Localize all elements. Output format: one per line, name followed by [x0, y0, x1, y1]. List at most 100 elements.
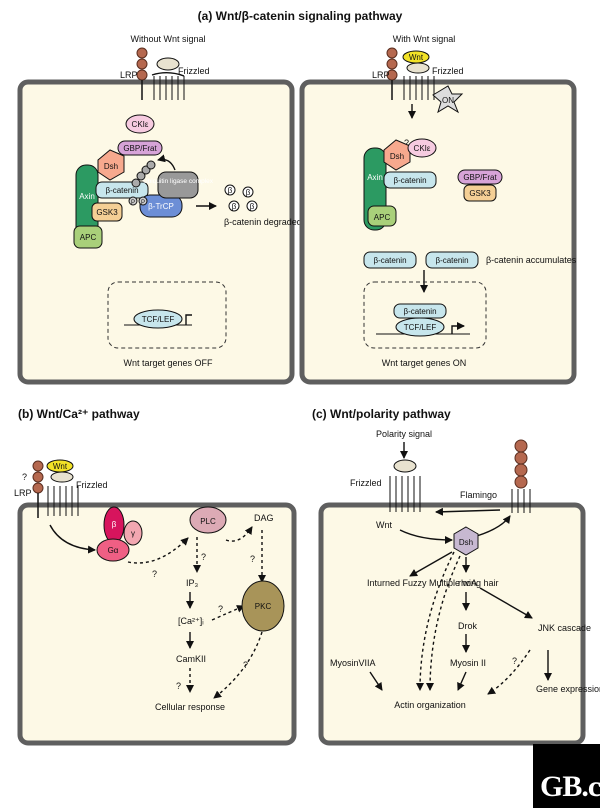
svg-text:LRP: LRP	[14, 488, 32, 498]
svg-text:?: ?	[152, 569, 157, 579]
svg-text:JNK cascade: JNK cascade	[538, 623, 591, 633]
panel-b: (b) Wnt/Ca²⁺ pathway ? LRP Wnt Frizzled …	[14, 407, 297, 746]
svg-text:LRP: LRP	[372, 70, 390, 80]
svg-text:?: ?	[250, 554, 255, 564]
svg-text:Frizzled: Frizzled	[76, 480, 108, 490]
cellular-response: Cellular response	[155, 702, 225, 712]
tcf-lef	[133, 309, 183, 329]
svg-text:P: P	[141, 200, 145, 206]
panel-a-title: (a) Wnt/β-catenin signaling pathway	[198, 9, 403, 23]
plc	[189, 506, 227, 534]
gsk3	[91, 202, 123, 222]
frizzled-loop	[151, 72, 185, 77]
svg-text:GSK3: GSK3	[469, 189, 491, 198]
svg-text:?: ?	[218, 604, 223, 614]
panel-a-right: With Wnt signal LRP Wnt Frizzled ON ? Ax…	[299, 34, 577, 385]
frizzled-helices	[153, 76, 185, 100]
svg-text:Dsh: Dsh	[104, 162, 118, 171]
gbc-logo	[533, 744, 600, 808]
svg-text:β: β	[246, 188, 251, 197]
svg-text:APC: APC	[80, 233, 97, 242]
svg-text:TCF/LEF: TCF/LEF	[142, 315, 175, 324]
svg-text:Polarity signal: Polarity signal	[376, 429, 432, 439]
svg-text:MyosinVIIA: MyosinVIIA	[330, 658, 376, 668]
genes-on-label: Wnt target genes ON	[382, 358, 467, 368]
svg-text:β-catenin: β-catenin	[105, 186, 138, 195]
ckie	[125, 114, 155, 134]
frizzled-label: Frizzled	[178, 66, 210, 76]
svg-text:Ubiquitin ligase complex: Ubiquitin ligase complex	[143, 178, 214, 185]
dsh-c	[453, 526, 479, 556]
svg-text:P: P	[131, 200, 135, 206]
svg-text:?: ?	[201, 552, 206, 562]
frizzled-crd	[156, 57, 180, 71]
svg-text:β: β	[228, 186, 233, 195]
gbc-logo-text: GB.c	[540, 770, 600, 803]
svg-text:Gene expression: Gene expression	[536, 684, 600, 694]
cell-right	[299, 79, 577, 385]
lrp-bead	[136, 69, 148, 81]
svg-text:β-catenin: β-catenin	[403, 307, 436, 316]
panel-c-title: (c) Wnt/polarity pathway	[312, 407, 451, 421]
svg-text:?: ?	[22, 472, 27, 482]
gbp-frat	[117, 140, 163, 156]
svg-text:β: β	[112, 520, 117, 529]
lrp-bead	[136, 47, 148, 59]
svg-text:β-catenin: β-catenin	[435, 256, 468, 265]
svg-text:Myosin II: Myosin II	[450, 658, 486, 668]
svg-text:Dsh: Dsh	[390, 152, 404, 161]
genes-off-label: Wnt target genes OFF	[123, 358, 213, 368]
svg-text:Axin: Axin	[79, 192, 95, 201]
nucleus-right	[363, 281, 487, 349]
svg-text:?: ?	[176, 681, 181, 691]
apc	[73, 225, 103, 249]
header-with-wnt: With Wnt signal	[393, 34, 456, 44]
svg-text:β-TrCP: β-TrCP	[148, 202, 174, 211]
svg-text:IP₃: IP₃	[186, 578, 199, 588]
svg-text:PKC: PKC	[255, 602, 272, 611]
actin-organization: Actin organization	[394, 700, 466, 710]
svg-text:[Ca²⁺]ᵢ: [Ca²⁺]ᵢ	[178, 616, 204, 626]
svg-text:β-catenin: β-catenin	[373, 256, 406, 265]
ubiquitin-ligase	[157, 171, 199, 199]
svg-text:Frizzled: Frizzled	[432, 66, 464, 76]
svg-text:Frizzled: Frizzled	[350, 478, 382, 488]
svg-text:CamKII: CamKII	[176, 654, 206, 664]
dsh	[97, 149, 125, 181]
svg-text:PLC: PLC	[200, 517, 216, 526]
panel-c: (c) Wnt/polarity pathway Polarity signal…	[312, 407, 600, 746]
on-star	[432, 85, 464, 114]
svg-text:CKIε: CKIε	[132, 120, 149, 129]
svg-text:γ: γ	[131, 529, 135, 538]
svg-text:TCF/LEF: TCF/LEF	[404, 323, 437, 332]
panel-a-left: Without Wnt signal LRP Frizzled CKIε Axi…	[17, 34, 302, 385]
svg-text:Drok: Drok	[458, 621, 478, 631]
svg-text:Inturned Fuzzy Multiple wing h: Inturned Fuzzy Multiple wing hair	[367, 578, 499, 588]
svg-text:?: ?	[404, 138, 409, 148]
svg-text:rhoA: rhoA	[458, 578, 477, 588]
lrp-bead	[136, 58, 148, 70]
svg-text:?: ?	[243, 660, 248, 670]
nucleus-left	[107, 281, 227, 349]
svg-text:Flamingo: Flamingo	[460, 490, 497, 500]
svg-text:Gα: Gα	[108, 546, 119, 555]
svg-text:?: ?	[512, 656, 517, 666]
svg-text:β-catenin: β-catenin	[393, 176, 426, 185]
svg-text:DAG: DAG	[254, 513, 274, 523]
svg-text:GBP/Frat: GBP/Frat	[123, 144, 157, 153]
svg-text:Wnt: Wnt	[376, 520, 393, 530]
svg-text:GBP/Frat: GBP/Frat	[463, 173, 497, 182]
svg-text:CKIε: CKIε	[414, 144, 431, 153]
pkc	[241, 580, 285, 632]
accumulates-label: β-catenin accumulates	[486, 255, 577, 265]
svg-text:ON: ON	[442, 96, 454, 105]
cell-left	[17, 79, 295, 385]
svg-text:Axin: Axin	[367, 173, 383, 182]
cell-c	[318, 502, 586, 746]
svg-text:GSK3: GSK3	[96, 208, 118, 217]
svg-text:β: β	[232, 202, 237, 211]
svg-text:Wnt: Wnt	[409, 53, 424, 62]
svg-text:APC: APC	[374, 213, 391, 222]
cell-b	[17, 502, 297, 746]
